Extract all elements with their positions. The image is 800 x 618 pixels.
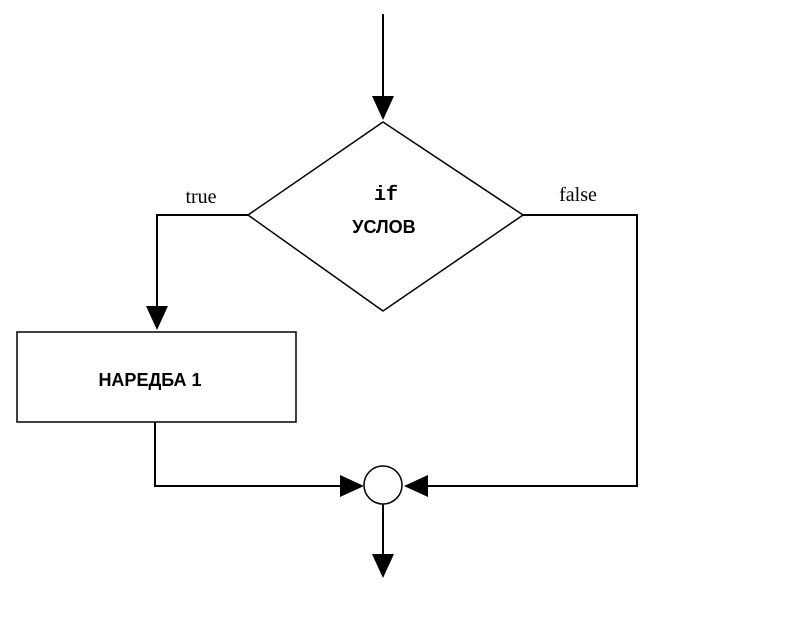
process-box (16, 331, 297, 423)
entry-arrowhead (372, 96, 394, 120)
false-branch-arrowhead (404, 475, 428, 497)
process-to-connector-line (154, 422, 342, 487)
process-to-connector-arrowhead (340, 475, 364, 497)
merge-connector (363, 465, 403, 505)
false-branch-label: false (559, 184, 597, 206)
decision-condition: УСЛОВ (352, 217, 415, 237)
true-branch-label: true (185, 186, 216, 208)
exit-arrowhead (372, 554, 394, 578)
process-label: НАРЕДБА 1 (98, 370, 201, 390)
true-branch-line (156, 214, 248, 308)
true-branch-arrowhead (146, 306, 168, 330)
decision-diamond (246, 121, 525, 312)
false-branch-line (426, 214, 638, 487)
decision-keyword: if (374, 184, 398, 207)
